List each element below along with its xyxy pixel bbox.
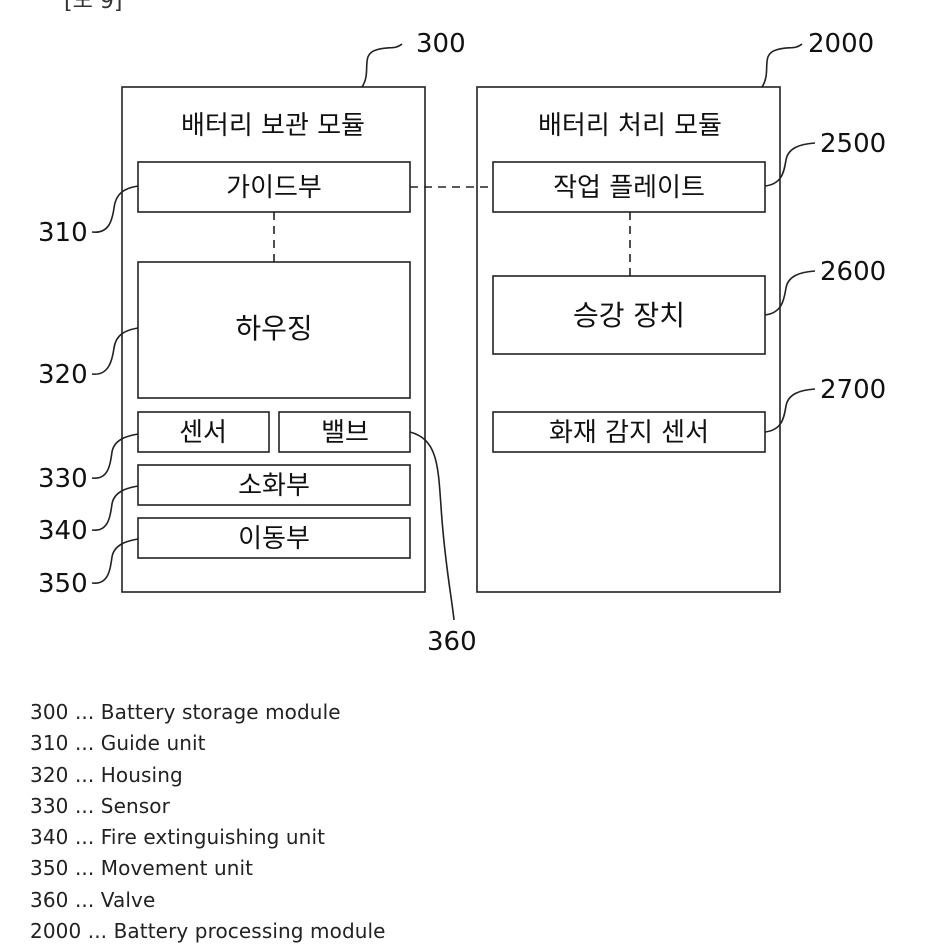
leader-330 bbox=[92, 434, 138, 478]
ref-360: 360 bbox=[427, 627, 477, 657]
legend-row: 330 ... Sensor bbox=[30, 791, 386, 822]
housing-label: 하우징 bbox=[235, 312, 312, 345]
legend-ref: 320 bbox=[30, 763, 68, 787]
legend-row: 300 ... Battery storage module bbox=[30, 697, 386, 728]
legend-row: 320 ... Housing bbox=[30, 760, 386, 791]
legend-row: 360 ... Valve bbox=[30, 885, 386, 916]
legend-separator: ... bbox=[68, 856, 100, 880]
legend-text: Housing bbox=[101, 763, 183, 787]
leader-320 bbox=[92, 328, 138, 374]
legend-ref: 350 bbox=[30, 856, 68, 880]
legend-separator: ... bbox=[68, 731, 100, 755]
leader-2500 bbox=[765, 143, 815, 186]
legend-text: Fire extinguishing unit bbox=[101, 825, 325, 849]
storage-module-title: 배터리 보관 모듈 bbox=[181, 111, 365, 141]
ref-320: 320 bbox=[38, 360, 88, 390]
processing-module-title: 배터리 처리 모듈 bbox=[538, 111, 722, 141]
legend-ref: 360 bbox=[30, 888, 68, 912]
legend-text: Battery processing module bbox=[114, 919, 386, 943]
leader-310 bbox=[92, 186, 138, 232]
legend-separator: ... bbox=[68, 888, 100, 912]
legend-text: Movement unit bbox=[101, 856, 253, 880]
ref-350: 350 bbox=[38, 569, 88, 599]
leader-350 bbox=[92, 539, 138, 583]
ref-340: 340 bbox=[38, 516, 88, 546]
legend-row: 310 ... Guide unit bbox=[30, 728, 386, 759]
legend-row: 2000 ... Battery processing module bbox=[30, 916, 386, 947]
fire-sensor-label: 화재 감지 센서 bbox=[549, 418, 709, 448]
legend-separator: ... bbox=[68, 763, 100, 787]
ref-300: 300 bbox=[416, 29, 466, 59]
ref-330: 330 bbox=[38, 464, 88, 494]
legend-ref: 310 bbox=[30, 731, 68, 755]
patent-diagram: [도 9] 배터리 보관 모듈 가이드부 하우징 센서 밸브 소화부 이동부 배… bbox=[0, 0, 934, 690]
legend-ref: 340 bbox=[30, 825, 68, 849]
legend-row: 350 ... Movement unit bbox=[30, 853, 386, 884]
leader-2600 bbox=[765, 271, 815, 315]
legend-text: Valve bbox=[101, 888, 156, 912]
ref-2500: 2500 bbox=[820, 129, 886, 159]
leader-340 bbox=[92, 486, 138, 530]
ref-2600: 2600 bbox=[820, 257, 886, 287]
legend-ref: 330 bbox=[30, 794, 68, 818]
legend-ref: 300 bbox=[30, 700, 68, 724]
sensor-label: 센서 bbox=[179, 418, 227, 448]
legend-separator: ... bbox=[68, 794, 100, 818]
fire-extinguishing-label: 소화부 bbox=[238, 471, 310, 501]
reference-legend: 300 ... Battery storage module 310 ... G… bbox=[30, 697, 386, 947]
ref-2700: 2700 bbox=[820, 375, 886, 405]
movement-unit-label: 이동부 bbox=[238, 524, 310, 554]
guide-unit-label: 가이드부 bbox=[226, 173, 322, 203]
ref-2000: 2000 bbox=[808, 29, 874, 59]
work-plate-label: 작업 플레이트 bbox=[553, 173, 705, 203]
legend-text: Sensor bbox=[101, 794, 170, 818]
legend-separator: ... bbox=[68, 825, 100, 849]
leader-2700 bbox=[765, 389, 815, 432]
legend-ref: 2000 bbox=[30, 919, 81, 943]
legend-separator: ... bbox=[68, 700, 100, 724]
legend-row: 340 ... Fire extinguishing unit bbox=[30, 822, 386, 853]
legend-separator: ... bbox=[81, 919, 113, 943]
ref-310: 310 bbox=[38, 218, 88, 248]
leader-300 bbox=[362, 44, 402, 87]
lift-device-label: 승강 장치 bbox=[573, 299, 685, 332]
figure-label: [도 9] bbox=[64, 0, 122, 14]
valve-label: 밸브 bbox=[321, 418, 369, 448]
leader-2000 bbox=[762, 44, 802, 87]
legend-text: Guide unit bbox=[101, 731, 206, 755]
legend-text: Battery storage module bbox=[101, 700, 341, 724]
